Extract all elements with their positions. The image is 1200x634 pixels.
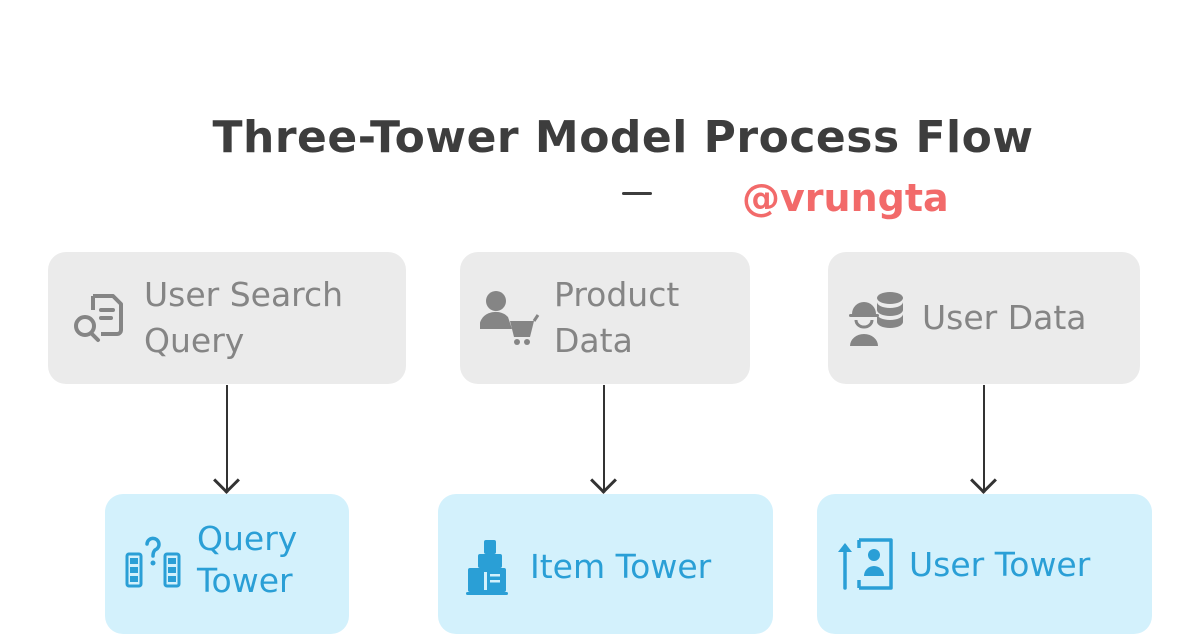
node-label: User Data (922, 298, 1087, 337)
node-user-tower: User Tower (817, 494, 1152, 634)
user-cart-icon (480, 287, 542, 349)
node-product-data: Product Data (460, 252, 750, 384)
arrow-down (983, 385, 985, 491)
title-separator (622, 192, 652, 195)
node-label: Query Tower (197, 519, 298, 600)
diagram-title: Three-Tower Model Process Flow (212, 112, 1034, 163)
author-handle: @vrungta (742, 176, 949, 220)
arrow-down (603, 385, 605, 491)
arrow-down (226, 385, 228, 491)
node-user-data: User Data (828, 252, 1140, 384)
node-label: User Tower (909, 545, 1091, 584)
node-user-search-query: User Search Query (48, 252, 406, 384)
node-label: Item Tower (530, 547, 712, 586)
node-query-tower: Query Tower (105, 494, 349, 634)
worker-database-icon (848, 288, 908, 348)
query-blocks-icon (125, 536, 183, 588)
building-icon (464, 538, 510, 596)
node-label: Product Data (554, 275, 680, 360)
node-item-tower: Item Tower (438, 494, 773, 634)
node-label: User Search Query (144, 275, 344, 360)
user-upload-icon (837, 538, 895, 592)
search-document-icon (70, 288, 130, 348)
